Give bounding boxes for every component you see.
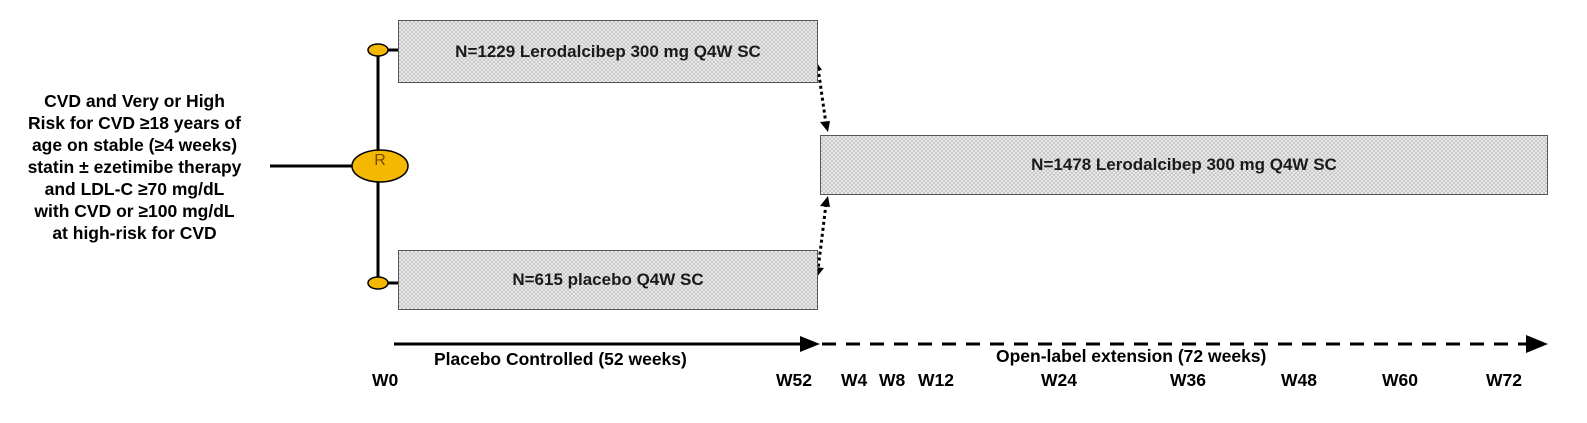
week-label-w52: W52 [776, 370, 812, 390]
arrowhead-bottom-up [820, 196, 830, 207]
lerodalcibep-arm-box: N=1229 Lerodalcibep 300 mg Q4W SC [398, 20, 818, 83]
bottom-node [367, 276, 389, 290]
extension-arm-box: N=1478 Lerodalcibep 300 mg Q4W SC [820, 135, 1548, 195]
eligibility-criteria: CVD and Very or High Risk for CVD ≥18 ye… [27, 91, 242, 243]
week-label-w0: W0 [372, 370, 399, 390]
timeline-dashed-arrowhead [1526, 335, 1548, 353]
lerodalcibep-arm-label: N=1229 Lerodalcibep 300 mg Q4W SC [455, 41, 761, 61]
extension-arm-label: N=1478 Lerodalcibep 300 mg Q4W SC [1031, 155, 1337, 174]
week-label-w24: W24 [1041, 370, 1077, 390]
open-label-extension-label: Open-label extension (72 weeks) [996, 346, 1267, 366]
placebo-arm-box: N=615 placebo Q4W SC [398, 250, 818, 310]
dotted-arrow-top [816, 67, 828, 125]
week-label-w60: W60 [1382, 370, 1418, 390]
dotted-arrow-bottom [816, 203, 828, 271]
week-label-w72: W72 [1486, 370, 1522, 390]
top-node [367, 43, 389, 57]
randomization-label: R [374, 152, 386, 169]
arrowhead-top-down [820, 121, 830, 132]
week-label-w8: W8 [879, 370, 906, 390]
week-label-w48: W48 [1281, 370, 1317, 390]
week-label-w4: W4 [841, 370, 868, 390]
randomization-oval [351, 149, 409, 183]
placebo-controlled-label: Placebo Controlled (52 weeks) [434, 349, 687, 369]
timeline-solid-arrowhead [800, 336, 820, 352]
week-label-w12: W12 [918, 370, 954, 390]
week-label-w36: W36 [1170, 370, 1206, 390]
placebo-arm-label: N=615 placebo Q4W SC [512, 270, 704, 289]
